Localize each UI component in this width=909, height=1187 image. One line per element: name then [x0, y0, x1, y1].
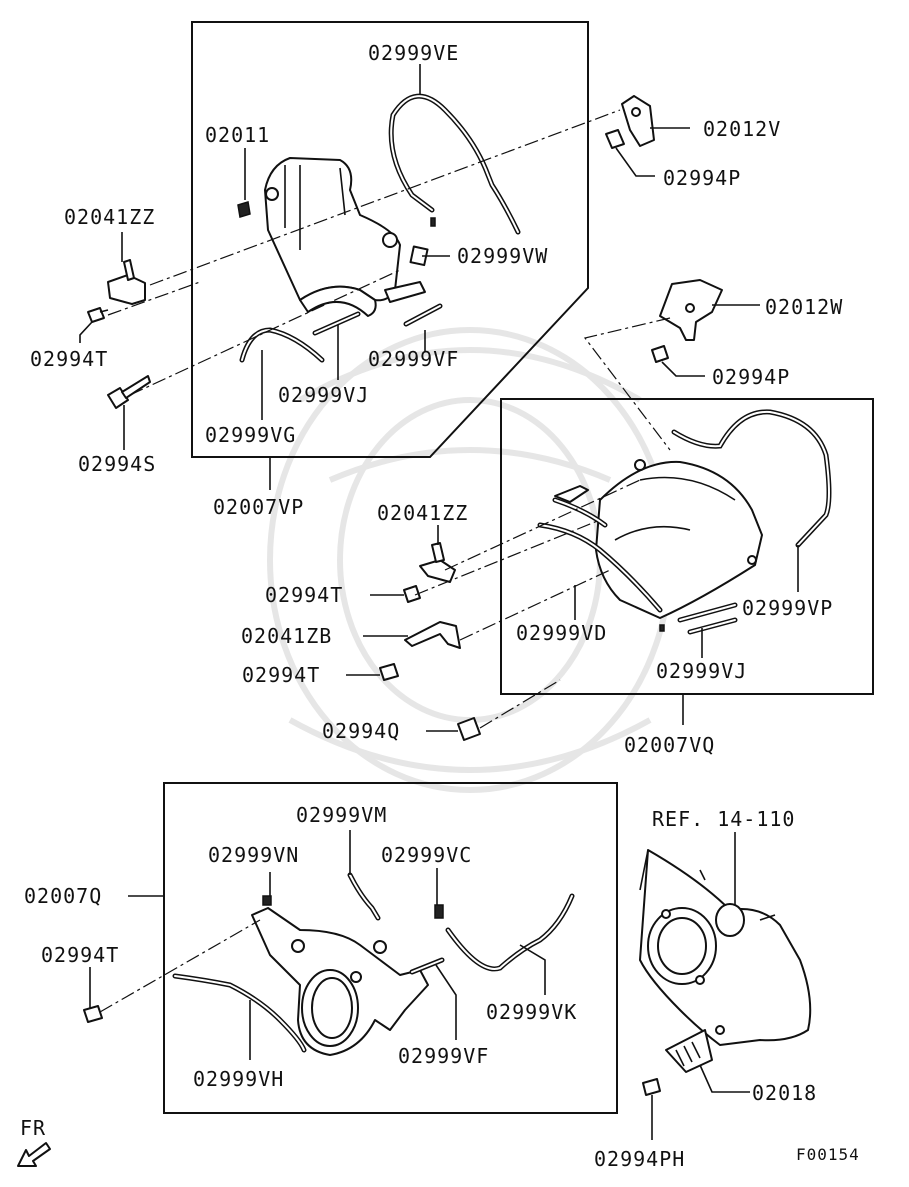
middle-cover-group: [500, 279, 874, 725]
label-02007VP[interactable]: 02007VP: [213, 495, 304, 519]
assembly-line-6: [414, 519, 601, 596]
assembly-line-9: [99, 919, 261, 1013]
part-labels: 02999VE 02011 02012V 02994P 02041ZZ 0299…: [20, 41, 860, 1171]
upper-cover-group: [191, 21, 589, 490]
bolt-02994P-mid[interactable]: [651, 345, 669, 363]
assembly-line-7: [459, 569, 611, 641]
front-direction-arrow: [17, 1142, 51, 1167]
upper-timing-cover[interactable]: [264, 157, 426, 317]
seal-02999VN[interactable]: [262, 895, 272, 906]
upper-kit-box: [191, 21, 589, 458]
label-02041ZZ-upper[interactable]: 02041ZZ: [64, 205, 155, 229]
seal-02999VF-upper[interactable]: [312, 303, 443, 336]
seal-02999VF-lower[interactable]: [409, 957, 445, 975]
label-02999VF-lower[interactable]: 02999VF: [398, 1044, 489, 1068]
label-02999VN[interactable]: 02999VN: [208, 843, 299, 867]
lower-kit-box: [163, 782, 618, 1114]
label-02999VK[interactable]: 02999VK: [486, 1000, 577, 1024]
label-02994S[interactable]: 02994S: [78, 452, 156, 476]
lower-timing-cover[interactable]: [251, 907, 429, 1056]
label-02999VE[interactable]: 02999VE: [368, 41, 459, 65]
label-fr: FR: [20, 1116, 46, 1140]
bolt-02994T-lower[interactable]: [83, 1005, 103, 1023]
label-02041ZZ-mid[interactable]: 02041ZZ: [377, 501, 468, 525]
label-02007Q[interactable]: 02007Q: [24, 884, 102, 908]
label-02994T-upper[interactable]: 02994T: [30, 347, 108, 371]
gasket-02999VP[interactable]: [671, 409, 832, 548]
seal-02999VW[interactable]: [409, 245, 429, 267]
gasket-02999VK[interactable]: [445, 893, 575, 972]
assembly-line-3: [107, 281, 201, 316]
assembly-line-5: [444, 479, 641, 571]
bracket-02012W[interactable]: [659, 279, 723, 341]
bracket-02041ZZ-mid[interactable]: [419, 542, 456, 583]
label-02999VD[interactable]: 02999VD: [516, 621, 607, 645]
middle-timing-cover[interactable]: [595, 459, 763, 619]
label-02994T-lower[interactable]: 02994T: [41, 943, 119, 967]
label-02999VH[interactable]: 02999VH: [193, 1067, 284, 1091]
bracket-02041ZB[interactable]: [404, 621, 461, 649]
small-piece: [430, 217, 436, 227]
small-piece-mid: [659, 624, 665, 632]
bolt-02994T-mid1[interactable]: [403, 585, 421, 603]
clip-02011[interactable]: [237, 201, 251, 218]
bracket-02041ZZ-upper[interactable]: [107, 259, 146, 305]
label-02041ZB[interactable]: 02041ZB: [241, 624, 332, 648]
assembly-line-4: [583, 317, 671, 451]
label-02994P-upper[interactable]: 02994P: [663, 166, 741, 190]
seal-02999VC[interactable]: [434, 904, 444, 919]
bolt-02994S[interactable]: [107, 375, 151, 409]
label-02999VC[interactable]: 02999VC: [381, 843, 472, 867]
label-02018[interactable]: 02018: [752, 1081, 817, 1105]
label-02994T-mid2[interactable]: 02994T: [242, 663, 320, 687]
label-02999VJ-mid[interactable]: 02999VJ: [656, 659, 747, 683]
label-02011[interactable]: 02011: [205, 123, 270, 147]
label-02999VM[interactable]: 02999VM: [296, 803, 387, 827]
bolt-02994PH[interactable]: [642, 1078, 661, 1096]
label-ref-14-110[interactable]: REF. 14-110: [652, 807, 795, 831]
label-02999VW[interactable]: 02999VW: [457, 244, 548, 268]
assembly-line-8: [479, 679, 561, 729]
label-02994P-mid[interactable]: 02994P: [712, 365, 790, 389]
gasket-02999VE[interactable]: [388, 93, 521, 235]
seal-02999VJ-mid[interactable]: [677, 602, 738, 635]
bracket-02012V[interactable]: [621, 95, 655, 147]
label-02994Q[interactable]: 02994Q: [322, 719, 400, 743]
label-02007VQ[interactable]: 02007VQ: [624, 733, 715, 757]
plate-02018[interactable]: [665, 1025, 725, 1073]
lower-cover-group: [128, 782, 618, 1114]
label-02012V[interactable]: 02012V: [703, 117, 781, 141]
label-02999VF-upper[interactable]: 02999VF: [368, 347, 459, 371]
label-02999VJ-upper[interactable]: 02999VJ: [278, 383, 369, 407]
gasket-02999VD[interactable]: [537, 497, 663, 613]
engine-block-reference: [639, 849, 812, 1046]
gasket-02999VG[interactable]: [239, 327, 325, 363]
label-02999VG[interactable]: 02999VG: [205, 423, 296, 447]
figure-code: F00154: [796, 1145, 860, 1164]
bolt-02994T-mid2[interactable]: [379, 663, 399, 681]
label-02994T-mid1[interactable]: 02994T: [265, 583, 343, 607]
seal-bracket: [554, 485, 589, 503]
label-02994PH[interactable]: 02994PH: [594, 1147, 685, 1171]
bolt-02994Q[interactable]: [457, 717, 481, 741]
label-02999VP[interactable]: 02999VP: [742, 596, 833, 620]
assembly-line-1: [149, 109, 621, 286]
label-02012W[interactable]: 02012W: [765, 295, 843, 319]
bolt-02994T-upper[interactable]: [87, 307, 109, 323]
bolt-02994P-upper[interactable]: [605, 129, 625, 149]
gasket-02999VH[interactable]: [172, 973, 307, 1053]
middle-kit-box: [500, 398, 874, 695]
gasket-02999VM[interactable]: [347, 872, 381, 921]
